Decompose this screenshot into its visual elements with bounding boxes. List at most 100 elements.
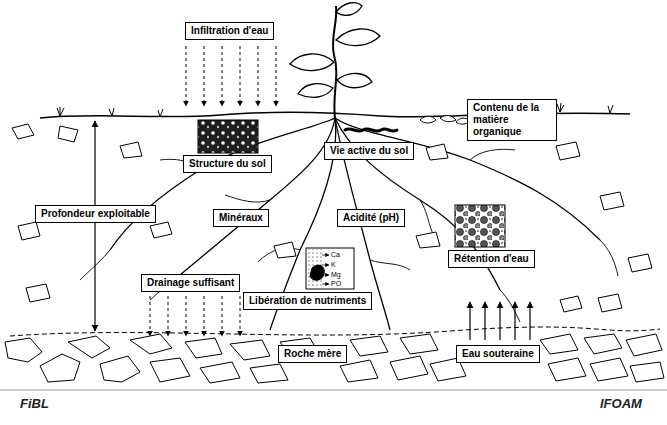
soil-stones	[26, 284, 50, 302]
roots	[80, 118, 618, 330]
infiltration-arrows	[240, 46, 241, 106]
drainage-arrows	[186, 296, 187, 336]
bedrock	[10, 327, 660, 336]
retention-inset	[455, 205, 505, 247]
soil-stones	[560, 296, 582, 312]
bedrock	[390, 356, 428, 380]
bedrock	[5, 327, 664, 383]
structure-inset	[198, 120, 258, 153]
bedrock	[548, 358, 586, 381]
nutrient-inset	[306, 248, 354, 289]
soil-life	[345, 116, 470, 132]
bedrock	[584, 334, 622, 354]
bedrock	[150, 358, 190, 382]
infiltration-arrows	[222, 46, 223, 106]
drainage-arrows	[150, 296, 240, 336]
drainage-arrows	[168, 296, 169, 336]
label-box: Roche mère	[278, 345, 347, 363]
bedrock	[100, 356, 140, 382]
drainage-arrows	[240, 296, 241, 336]
label-box: Acidité (pH)	[337, 209, 405, 227]
soil-stones	[274, 242, 296, 258]
groundwater-arrows	[469, 302, 470, 340]
bedrock	[40, 354, 80, 382]
plant	[336, 3, 362, 16]
drainage-arrows	[150, 296, 151, 336]
nutrient-inset	[306, 248, 354, 289]
groundwater-arrows	[514, 302, 515, 340]
label-text: Contenu de la matière organique	[473, 102, 551, 138]
label-text: Profondeur exploitable	[41, 208, 150, 220]
plant	[298, 84, 333, 98]
soil-stones	[12, 124, 652, 312]
nutrient-label: K	[331, 261, 336, 268]
bedrock	[626, 334, 662, 356]
groundwater-arrows	[499, 302, 500, 340]
bedrock	[230, 340, 270, 360]
label-text: Libération de nutriments	[249, 295, 366, 307]
depth-arrow	[95, 121, 96, 331]
label-text: Roche mère	[284, 348, 341, 360]
soil-stones	[120, 142, 142, 158]
infiltration-arrows	[186, 46, 187, 106]
bedrock	[200, 362, 240, 383]
label-box: Minéraux	[213, 209, 269, 227]
nutrient-inset	[322, 265, 329, 266]
label-text: Infiltration d'eau	[191, 25, 268, 37]
label-text: Structure du sol	[189, 158, 266, 170]
bedrock	[5, 338, 42, 362]
nutrient-inset	[322, 284, 329, 285]
label-text: Rétention d'eau	[454, 253, 529, 265]
label-text: Minéraux	[219, 212, 263, 224]
groundwater-arrows	[484, 302, 485, 340]
structure-inset	[198, 120, 258, 153]
infiltration-arrows	[186, 46, 276, 106]
label-text: Drainage suffisant	[147, 277, 234, 289]
label-text: Eau souteraine	[462, 348, 534, 360]
roots	[110, 118, 335, 250]
plant	[336, 29, 380, 46]
roots	[80, 149, 618, 322]
label-box: Profondeur exploitable	[35, 205, 156, 223]
bedrock	[340, 360, 378, 382]
infiltration-arrows	[204, 46, 205, 106]
drainage-arrows	[204, 296, 205, 336]
soil-stones	[150, 222, 172, 238]
bedrock	[590, 358, 628, 381]
nutrient-inset	[322, 255, 329, 256]
label-box: Vie active du sol	[324, 142, 414, 160]
footer-rule	[0, 390, 667, 391]
plant	[290, 54, 334, 71]
nutrient-label: Ca	[331, 251, 340, 258]
logo-text: FiBL	[20, 397, 49, 410]
bedrock	[68, 336, 110, 358]
depth-arrow	[94, 121, 95, 331]
soil-stones	[598, 294, 622, 312]
infiltration-arrows	[276, 46, 277, 106]
footer-rule	[0, 390, 667, 391]
bedrock	[185, 338, 222, 358]
nutrient-label: Mg	[331, 271, 341, 278]
groundwater-arrows	[470, 302, 530, 340]
bedrock	[130, 334, 172, 354]
infiltration-arrows	[258, 46, 259, 106]
label-box: Drainage suffisant	[141, 274, 240, 292]
logo-text: IFOAM	[600, 397, 642, 410]
soil-stones	[58, 126, 78, 142]
bedrock	[250, 364, 288, 383]
nutrient-inset	[310, 265, 324, 280]
soil-stones	[556, 142, 580, 160]
label-box: Libération de nutriments	[243, 292, 372, 310]
plant	[337, 73, 372, 87]
label-text: Vie active du sol	[330, 145, 408, 157]
retention-inset	[455, 205, 505, 247]
label-box: Infiltration d'eau	[185, 22, 274, 40]
soil-stones	[426, 144, 448, 160]
drainage-arrows	[222, 296, 223, 336]
soil-stones	[416, 232, 440, 248]
plant	[290, 3, 380, 118]
soil-stones	[12, 124, 34, 139]
label-box: Rétention d'eau	[448, 250, 535, 268]
soil-stones	[18, 222, 40, 240]
soil-stones	[628, 254, 652, 272]
